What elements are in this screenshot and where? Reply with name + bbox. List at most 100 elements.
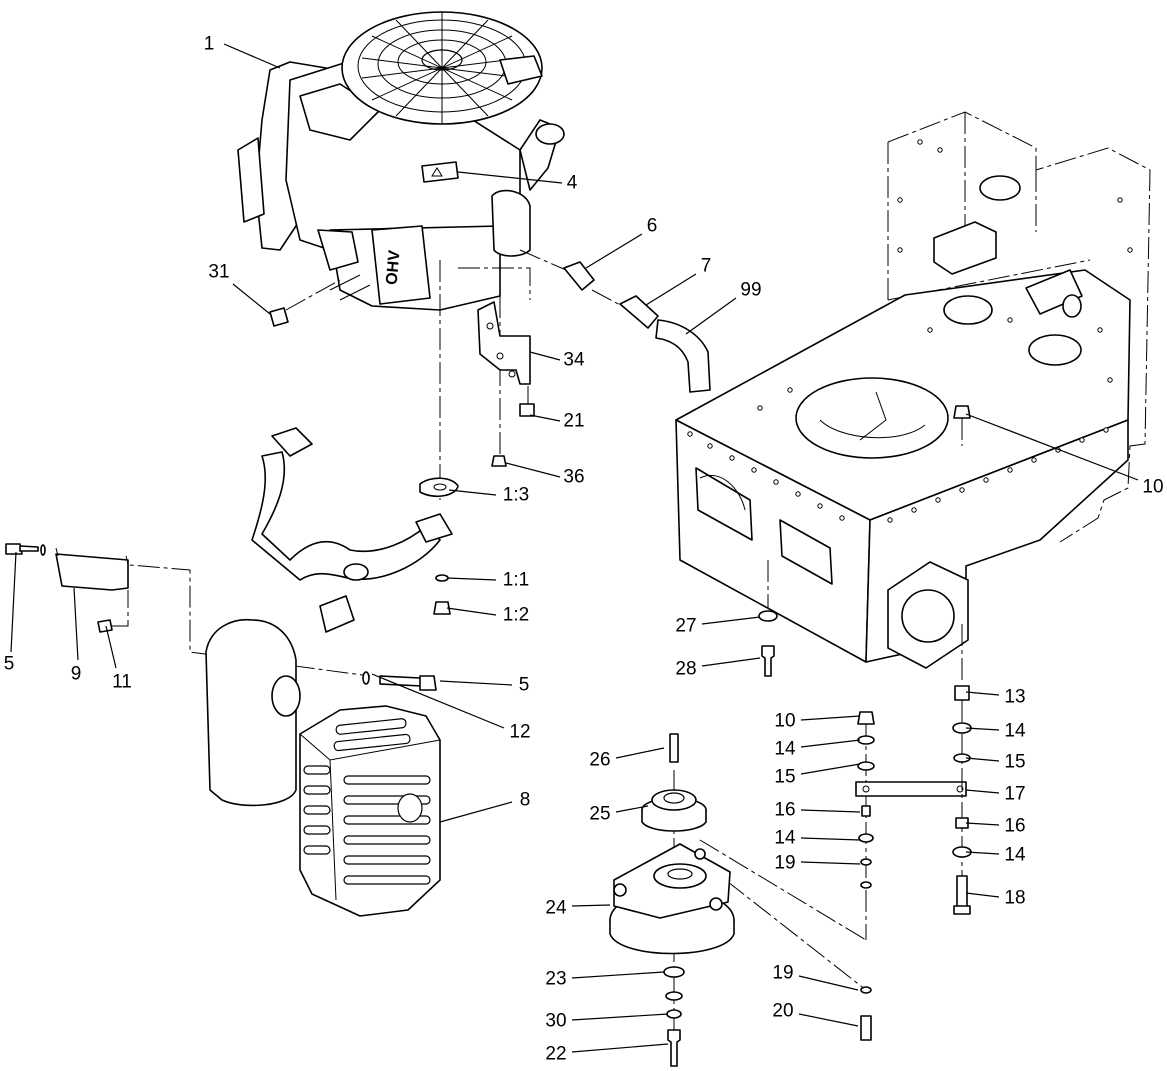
leader-line-c23: [571, 971, 665, 979]
callout-c13b: 13: [1004, 687, 1025, 708]
callout-c14a: 14: [774, 739, 796, 760]
fitting-7: [619, 295, 659, 329]
leader-line-c6: [585, 233, 643, 269]
callout-c18: 18: [1004, 888, 1025, 909]
frame-hardware: [758, 405, 971, 684]
exhaust-pipe: [251, 427, 453, 633]
callout-c15b: 15: [1004, 752, 1025, 773]
callout-c20: 20: [772, 1001, 793, 1022]
callout-c14b: 14: [774, 828, 796, 849]
washer-1-1: [435, 574, 449, 582]
callout-c10a: 10: [1142, 477, 1163, 498]
bolt-36: [491, 455, 507, 467]
leader-line-c18: [965, 892, 1000, 898]
callout-c30: 30: [545, 1011, 566, 1032]
leader-line-c5a: [10, 551, 17, 653]
leader-line-c19b: [798, 975, 859, 991]
callout-c17: 17: [1004, 784, 1025, 805]
leader-line-c28: [701, 657, 761, 667]
leader-line-c15a: [800, 763, 861, 775]
leader-line-c31: [232, 283, 271, 315]
leader-line-c99: [685, 297, 737, 335]
pto-clutch: [609, 733, 872, 1067]
callout-c21: 21: [563, 411, 584, 432]
callout-c8: 8: [520, 790, 531, 811]
callout-c9: 9: [71, 664, 82, 685]
callout-c24: 24: [545, 898, 567, 919]
callout-c16b: 16: [1004, 816, 1025, 837]
leader-line-c34: [529, 351, 561, 361]
callout-c27: 27: [675, 616, 696, 637]
callout-c16a: 16: [774, 800, 795, 821]
callout-c12: 12: [509, 722, 530, 743]
engine: OHV: [237, 11, 565, 311]
callout-c23: 23: [545, 969, 566, 990]
clip-31-path: [285, 279, 341, 311]
callout-c22: 22: [545, 1044, 566, 1065]
leader-line-c14c: [965, 727, 1000, 731]
callout-c12a: 1:2: [503, 605, 529, 626]
leader-line-c16b: [965, 822, 1000, 826]
fitting-6: [563, 261, 595, 291]
leader-line-c10b: [800, 715, 861, 721]
leader-line-c36: [505, 462, 561, 478]
callout-c10b: 10: [774, 711, 795, 732]
leader-line-c22: [571, 1043, 669, 1053]
hose-99: [655, 319, 711, 393]
callout-c11: 11: [112, 672, 132, 693]
callout-c15a: 15: [774, 767, 795, 788]
leader-line-c26: [615, 747, 665, 759]
callout-c26: 26: [589, 750, 610, 771]
callout-c99: 99: [740, 280, 761, 301]
leader-line-c5b: [439, 680, 513, 686]
callout-c34: 34: [563, 350, 585, 371]
leader-line-c24: [571, 904, 611, 907]
leader-line-c25: [615, 805, 649, 813]
ohv-mark: OHV: [384, 249, 404, 285]
leader-line-c30: [571, 1013, 669, 1021]
leader-line-c14d: [965, 851, 1000, 855]
clip-31: [269, 307, 289, 327]
leader-line-c21: [529, 414, 561, 422]
leader-line-c4: [457, 171, 563, 184]
leader-line-c8: [439, 801, 513, 823]
fuel-fittings: [519, 249, 711, 393]
callout-c14d: 14: [1004, 845, 1026, 866]
callout-c36: 36: [563, 467, 584, 488]
muffler: [5, 543, 441, 917]
callout-c19b: 19: [772, 963, 793, 984]
leader-line-c17: [965, 789, 1000, 794]
callout-c5b: 5: [519, 675, 530, 696]
callout-c6: 6: [647, 216, 658, 237]
leader-line-c14a: [800, 739, 861, 748]
leader-line-c20: [798, 1013, 859, 1027]
leader-line-c9: [73, 587, 79, 661]
leader-line-c12: [371, 673, 505, 729]
idler-stack-right: [952, 685, 972, 915]
frame-holes: [687, 139, 1133, 523]
leader-line-c7: [645, 273, 697, 306]
callout-c5a: 5: [4, 654, 15, 675]
bolt-21: [519, 403, 535, 417]
leader-line-c15b: [965, 757, 1000, 762]
nut-1-2: [433, 601, 451, 615]
callout-c14c: 14: [1004, 721, 1026, 742]
callout-c31: 31: [208, 262, 229, 283]
chassis-frame: [675, 111, 1151, 669]
callout-c13a: 1:3: [503, 485, 529, 506]
callout-c7: 7: [701, 256, 712, 277]
callout-c4: 4: [567, 173, 578, 194]
callout-c28: 28: [675, 659, 696, 680]
leader-line-c16a: [800, 809, 861, 813]
callout-c19a: 19: [774, 853, 795, 874]
leader-line-c13b: [965, 691, 1000, 696]
bracket-34: [419, 260, 535, 615]
shield-slots: [303, 718, 431, 885]
leader-line-c1: [223, 43, 281, 69]
leader-line-c13a: [448, 489, 497, 496]
callout-c25: 25: [589, 804, 610, 825]
leader-line-c11: [105, 625, 117, 669]
leader-line-c12a: [446, 607, 497, 616]
